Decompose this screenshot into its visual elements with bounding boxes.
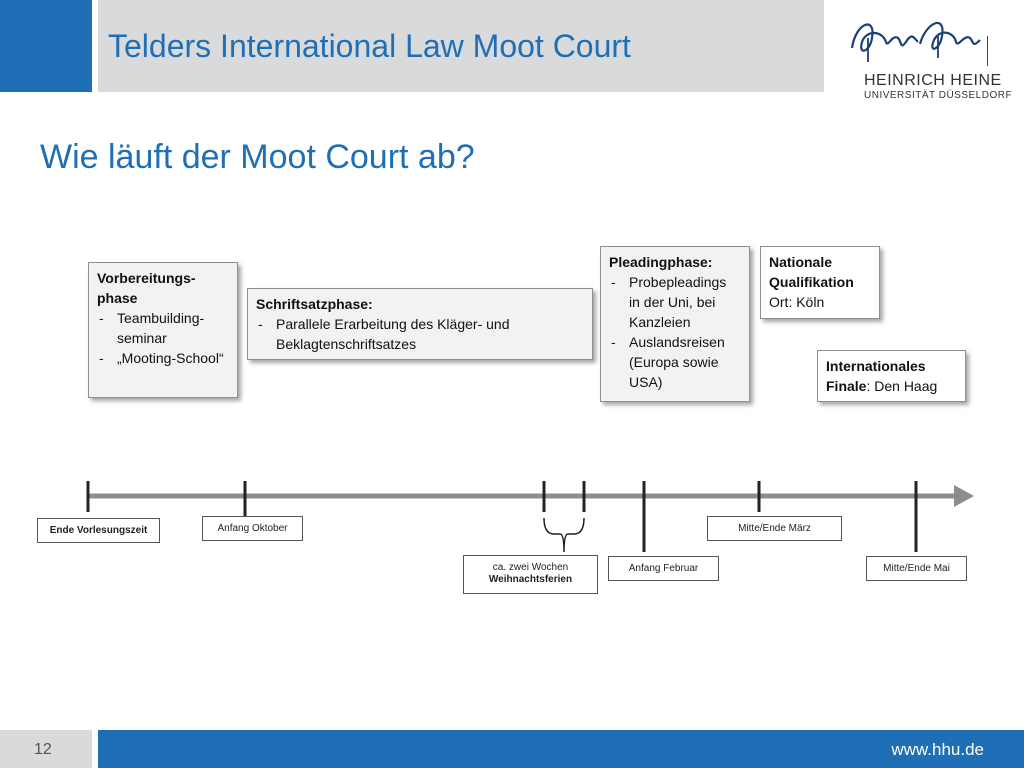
phase-item: Probepleadings in der Uni, bei Kanzleien xyxy=(609,272,741,332)
phase-item: Teambuilding-seminar xyxy=(97,308,229,348)
phase-box-schriftsatz: Schriftsatzphase: Parallele Erarbeitung … xyxy=(247,288,593,360)
date-label-anfang-februar: Anfang Februar xyxy=(608,556,719,581)
page-number: 12 xyxy=(34,741,52,758)
logo-name: HEINRICH HEINE xyxy=(864,72,1002,89)
logo-subtitle: UNIVERSITÄT DÜSSELDORF xyxy=(864,90,1013,101)
date-text: Anfang Oktober xyxy=(217,523,288,534)
footer-url[interactable]: www.hhu.de xyxy=(891,740,984,759)
slide-title: Wie läuft der Moot Court ab? xyxy=(40,138,475,176)
date-text: Anfang Februar xyxy=(628,563,699,574)
phase-item: Auslandsreisen (Europa sowie USA) xyxy=(609,332,741,392)
weihnachten-brace xyxy=(543,517,585,553)
phase-box-pleading: Pleadingphase: Probepleadings in der Uni… xyxy=(600,246,750,402)
signature-icon xyxy=(850,21,981,62)
phase-box-national: Nationale Qualifikation Ort: Köln xyxy=(760,246,880,319)
header-bar xyxy=(98,0,824,92)
phase-box-international: Internationales Finale: Den Haag xyxy=(817,350,966,402)
date-text-bold: Weihnachtsferien xyxy=(488,574,573,585)
phase-detail: : Den Haag xyxy=(866,378,938,394)
date-label-mitte-mai: Mitte/Ende Mai xyxy=(866,556,967,581)
date-label-mitte-maerz: Mitte/Ende März xyxy=(707,516,842,541)
phase-item: „Mooting-School“ xyxy=(97,348,229,368)
date-label-anfang-oktober: Anfang Oktober xyxy=(202,516,303,541)
date-text: Ende Vorlesungszeit xyxy=(49,525,148,536)
phase-box-vorbereitung: Vorbereitungs-phase Teambuilding-seminar… xyxy=(88,262,238,398)
footer-bar xyxy=(98,730,1024,768)
date-label-weihnachtsferien: ca. zwei Wochen Weihnachtsferien xyxy=(463,555,598,594)
phase-title: Schriftsatzphase: xyxy=(256,296,373,312)
date-text: Mitte/Ende Mai xyxy=(883,563,950,574)
phase-title: Nationale Qualifikation xyxy=(769,254,854,290)
logo-separator xyxy=(987,36,988,66)
date-text: ca. zwei Wochen xyxy=(492,562,569,573)
phase-item: Parallele Erarbeitung des Kläger- und Be… xyxy=(256,314,584,354)
timeline-arrowhead xyxy=(954,485,974,507)
header-title: Telders International Law Moot Court xyxy=(108,28,631,64)
university-logo: HEINRICH HEINE UNIVERSITÄT DÜSSELDORF xyxy=(842,8,1017,101)
date-text: Mitte/Ende März xyxy=(738,523,811,534)
phase-title: Internationales Finale xyxy=(826,358,926,394)
footer-grey-block xyxy=(0,730,92,768)
phase-detail: Ort: Köln xyxy=(769,294,825,310)
header-blue-block xyxy=(0,0,92,92)
phase-title: Pleadingphase: xyxy=(609,254,713,270)
date-label-ende-vorlesungszeit: Ende Vorlesungszeit xyxy=(37,518,160,543)
phase-title: Vorbereitungs-phase xyxy=(97,270,196,306)
